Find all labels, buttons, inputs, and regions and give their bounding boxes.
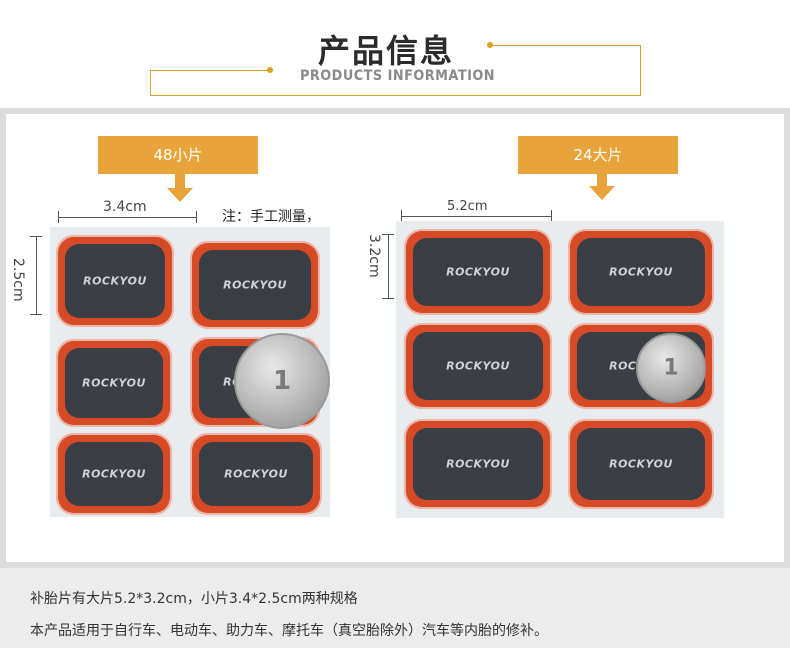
- small-width-tick-right: [196, 211, 197, 223]
- large-height-tick-bottom: [382, 298, 394, 299]
- small-patch: ROCKYOU: [56, 339, 172, 427]
- large-height-tick-top: [382, 234, 394, 235]
- large-patch: ROCKYOU: [568, 419, 714, 509]
- large-patch: ROCKYOU: [568, 229, 714, 315]
- small-height-tick-top: [30, 236, 42, 237]
- small-height-tick-bottom: [30, 314, 42, 315]
- small-patch-tag: 48小片: [98, 136, 258, 174]
- header-dot-right: [487, 42, 493, 48]
- large-patch: ROCKYOU: [404, 323, 552, 409]
- header-dot-left: [267, 67, 273, 73]
- measurement-note: 注：手工测量，: [222, 209, 320, 225]
- small-patch: ROCKYOU: [56, 433, 172, 515]
- page-title: 产品信息: [318, 32, 455, 70]
- small-patch: ROCKYOU: [190, 433, 322, 515]
- header-line-left-vertical: [150, 70, 151, 95]
- footer-usage-text: 本产品适用于自行车、电动车、助力车、摩托车（真空胎除外）汽车等内胎的修补。: [30, 623, 548, 639]
- large-height-label: 3.2cm: [366, 234, 382, 278]
- small-patch-arrow-head: [167, 188, 193, 202]
- small-patches-photo: ROCKYOU ROCKYOU ROCKYOU ROCKYOU ROCKYOU …: [50, 227, 330, 517]
- header-line-top: [490, 45, 640, 46]
- coin-icon: 1: [636, 333, 706, 403]
- large-patch: ROCKYOU: [404, 419, 552, 509]
- large-width-tick-right: [551, 210, 552, 222]
- large-patch-arrow-stem: [597, 174, 607, 186]
- large-height-line: [388, 234, 389, 298]
- small-width-tick-left: [58, 211, 59, 223]
- page-subtitle: PRODUCTS INFORMATION: [300, 68, 495, 84]
- large-width-tick-left: [401, 210, 402, 222]
- large-width-label: 5.2cm: [447, 199, 488, 214]
- large-width-line: [401, 216, 551, 217]
- large-patch-arrow-head: [589, 186, 615, 200]
- small-height-label: 2.5cm: [10, 258, 26, 302]
- small-height-line: [36, 236, 37, 314]
- small-patch: ROCKYOU: [190, 241, 320, 329]
- header-line-right-vertical: [640, 45, 641, 95]
- small-patch-arrow-stem: [175, 174, 185, 188]
- small-width-line: [58, 217, 196, 218]
- header-line-bottom: [150, 70, 270, 71]
- coin-icon: 1: [234, 333, 330, 429]
- large-patches-photo: ROCKYOU ROCKYOU ROCKYOU ROCKYOU ROCKYOU …: [396, 221, 724, 518]
- large-patch: ROCKYOU: [404, 229, 552, 315]
- header-line-base: [150, 95, 641, 96]
- large-patch-tag: 24大片: [518, 136, 678, 174]
- footer-size-text: 补胎片有大片5.2*3.2cm，小片3.4*2.5cm两种规格: [30, 591, 358, 607]
- footer-panel: [0, 568, 790, 648]
- small-patch: ROCKYOU: [56, 235, 174, 327]
- small-width-label: 3.4cm: [103, 199, 147, 215]
